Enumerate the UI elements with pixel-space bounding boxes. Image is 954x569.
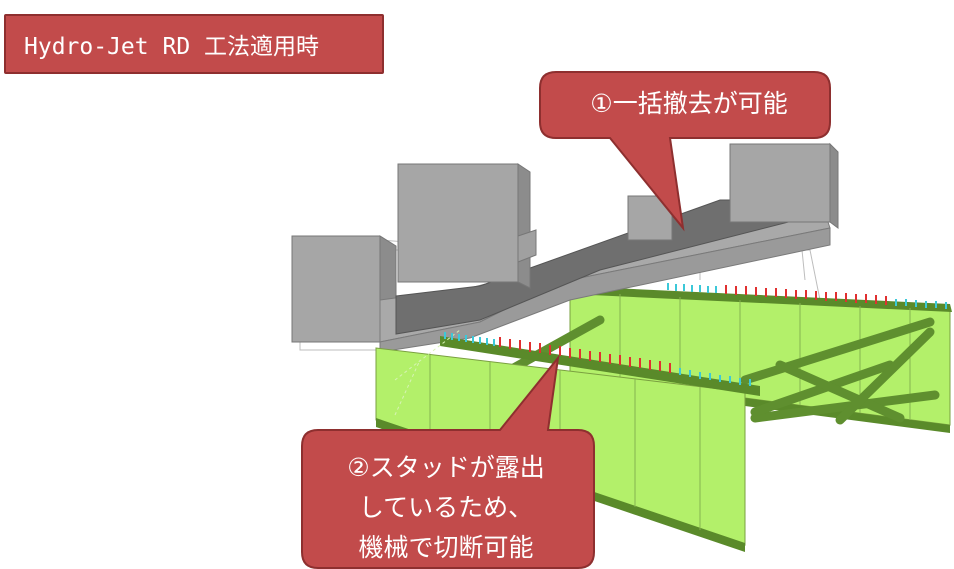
cross-frames [505, 315, 940, 425]
title-text: Hydro-Jet RD 工法適用時 [24, 34, 320, 60]
cyan-studs-front-left [444, 332, 495, 346]
red-studs-front [499, 337, 671, 373]
shear-studs [444, 283, 947, 386]
callout-2-bubble [301, 354, 595, 569]
callout-2-text: ②スタッドが露出 しているため、 機械で切断可能 [347, 453, 545, 562]
center-concrete-block [397, 163, 537, 289]
cyan-studs-front-right [679, 368, 751, 386]
callout-1-bubble [539, 71, 831, 232]
red-studs-back [725, 285, 887, 305]
cyan-studs-back [667, 283, 717, 293]
right-concrete-blocks [627, 142, 839, 241]
cyan-studs-back-right [895, 299, 947, 309]
callout-1-text: ①一括撤去が可能 [590, 89, 788, 118]
title-banner: Hydro-Jet RD 工法適用時 [4, 14, 384, 74]
